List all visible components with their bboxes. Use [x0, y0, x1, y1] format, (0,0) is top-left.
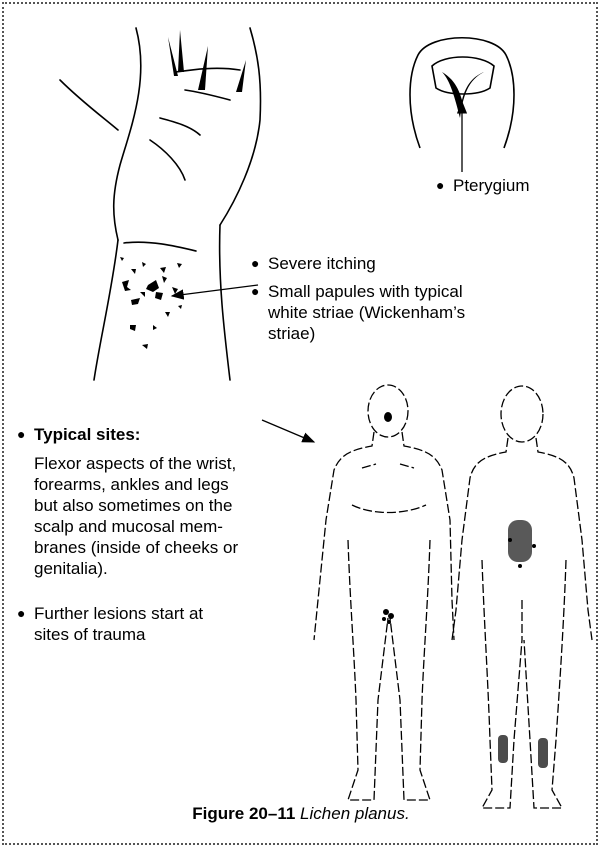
bullet-icon: ●	[251, 253, 259, 274]
figure-number: Figure 20–11	[192, 804, 295, 823]
bullet-icon: ●	[436, 175, 444, 196]
bullet-icon: ●	[17, 424, 25, 445]
further-lesions-label: ● Further lesions start at sites of trau…	[34, 603, 203, 645]
bullet-icon: ●	[17, 603, 25, 624]
hand-wrist-drawing	[60, 28, 261, 380]
typical-sites-block: ● Typical sites: Flexor aspects of the w…	[34, 424, 294, 579]
back-lesions	[498, 520, 548, 768]
typical-sites-heading: Typical sites:	[34, 424, 294, 445]
front-mouth-lesion	[384, 412, 392, 422]
figure-caption: Figure 20–11 Lichen planus.	[0, 804, 602, 824]
front-genital-lesions	[382, 609, 394, 624]
finger-tips	[168, 30, 246, 92]
papules-label: ● Small papules with typical white stria…	[268, 281, 465, 344]
pterygium-label: ● Pterygium	[453, 175, 530, 196]
front-body-outline	[314, 385, 454, 800]
pterygium-mark	[442, 72, 484, 118]
back-body-outline	[452, 386, 592, 808]
itching-label: ● Severe itching	[268, 253, 376, 274]
wrist-lesions	[120, 257, 182, 349]
bullet-icon: ●	[251, 281, 259, 302]
figure-title: Lichen planus.	[300, 804, 410, 823]
